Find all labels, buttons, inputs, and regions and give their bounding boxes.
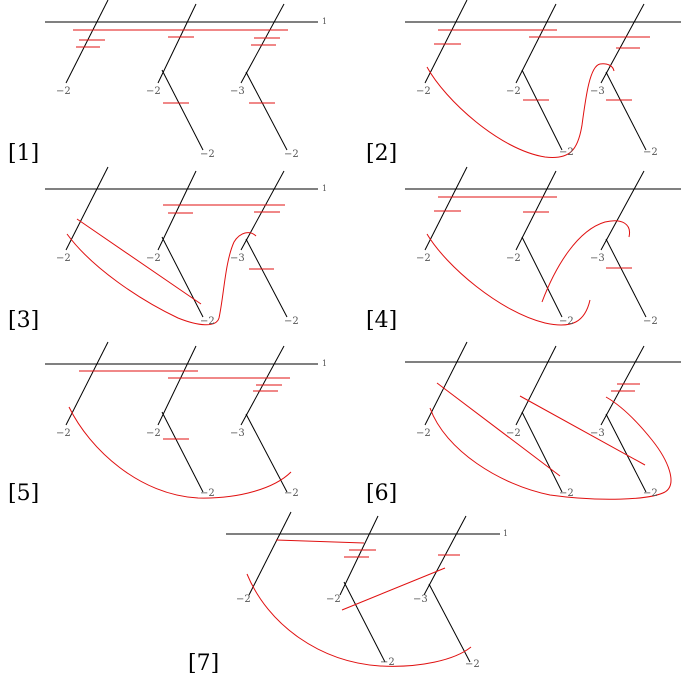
panel-caption: [4] [366, 308, 397, 333]
weight-label: −2 [284, 488, 299, 499]
red-line [275, 539, 365, 544]
branch-line-5 [605, 71, 647, 151]
weight-label: −2 [416, 428, 431, 439]
line-label: 1 [503, 529, 508, 538]
weight-label: −2 [416, 86, 431, 97]
weight-label: −3 [590, 86, 605, 97]
weight-label: −2 [506, 253, 521, 264]
red-curve [246, 573, 472, 667]
branch-line-2 [515, 170, 557, 251]
branch-line-3 [343, 581, 386, 663]
weight-label: −2 [146, 428, 161, 439]
branch-line-1 [424, 166, 468, 251]
red-curve [66, 232, 257, 326]
branch-line-2 [157, 345, 197, 426]
weight-label: −2 [284, 149, 299, 160]
line-label: 1 [322, 17, 327, 26]
panel-7: 1 −2 −2 −3 −2 −2 [7] [188, 511, 508, 676]
weight-label: −2 [643, 147, 658, 158]
branch-line-2 [515, 3, 557, 84]
panel-4: −2 −2 −3 −2 −2 [4] [366, 166, 681, 333]
panel-5: 1 −2 −2 −3 −2 −2 [5] [8, 341, 327, 506]
panel-caption: [2] [366, 141, 397, 166]
weight-label: −2 [56, 253, 71, 264]
weight-label: −3 [230, 428, 245, 439]
red-line [519, 395, 646, 466]
panel-caption: [6] [366, 481, 397, 506]
panel-caption: [5] [8, 481, 39, 506]
branch-line-1 [424, 341, 468, 426]
weight-label: −2 [200, 488, 215, 499]
panel-6: −2 −2 −3 −2 −2 [6] [366, 341, 681, 506]
panel-caption: [1] [8, 141, 39, 166]
weight-label: −2 [559, 316, 574, 327]
red-curve [429, 396, 672, 500]
panel-3: 1 −2 −2 −3 −2 −2 [3] [8, 166, 327, 333]
line-label: 1 [322, 359, 327, 368]
panel-2: −2 −2 −3 −2 −2 [2] [366, 0, 681, 166]
branch-line-3 [161, 69, 204, 151]
weight-label: −3 [590, 253, 605, 264]
branch-line-2 [339, 515, 379, 596]
branch-line-1 [65, 166, 109, 251]
weight-label: −2 [236, 594, 251, 605]
weight-label: −2 [56, 428, 71, 439]
red-line [436, 382, 561, 477]
branch-line-4 [240, 3, 285, 84]
weight-label: −2 [506, 428, 521, 439]
weight-label: −2 [416, 253, 431, 264]
weight-label: −3 [230, 253, 245, 264]
branch-line-2 [157, 3, 197, 84]
weight-label: −3 [230, 86, 245, 97]
branch-line-5 [245, 71, 288, 151]
weight-label: −2 [200, 316, 215, 327]
branch-line-3 [521, 236, 563, 318]
weight-label: −2 [559, 147, 574, 158]
red-curve [426, 233, 591, 326]
branch-line-5 [605, 413, 647, 493]
weight-label: −2 [506, 86, 521, 97]
weight-label: −2 [643, 316, 658, 327]
red-line [341, 567, 446, 611]
red-curve [426, 63, 615, 159]
weight-label: −2 [326, 594, 341, 605]
red-line [76, 218, 202, 305]
red-curve [541, 220, 631, 303]
red-curve [68, 406, 292, 499]
branch-line-4 [240, 170, 285, 251]
branch-line-3 [161, 236, 204, 318]
line-label: 1 [322, 184, 327, 193]
weight-label: −3 [590, 428, 605, 439]
branch-line-5 [428, 583, 471, 663]
branch-line-5 [605, 238, 647, 318]
branch-line-1 [65, 0, 109, 84]
branch-line-3 [521, 69, 563, 151]
branch-line-4 [600, 170, 645, 251]
weight-label: −2 [146, 253, 161, 264]
weight-label: −2 [465, 659, 480, 670]
weight-label: −2 [380, 657, 395, 668]
branch-line-1 [424, 0, 468, 84]
branch-line-3 [161, 411, 204, 493]
branch-line-2 [515, 345, 557, 426]
panel-1: 1 −2 −2 −3 −2 −2 [1] [8, 0, 327, 166]
branch-line-3 [521, 411, 563, 493]
weight-label: −2 [56, 86, 71, 97]
branch-line-4 [600, 345, 645, 426]
branch-line-1 [248, 511, 292, 596]
weight-label: −2 [559, 488, 574, 499]
branch-line-4 [600, 3, 645, 84]
branch-line-1 [65, 341, 109, 426]
weight-label: −3 [413, 594, 428, 605]
branch-line-5 [245, 238, 288, 318]
weight-label: −2 [146, 86, 161, 97]
weight-label: −2 [284, 316, 299, 327]
weight-label: −2 [643, 488, 658, 499]
panel-caption: [3] [8, 308, 39, 333]
weight-label: −2 [200, 149, 215, 160]
branch-line-2 [157, 170, 197, 251]
branch-line-5 [245, 413, 288, 493]
panel-caption: [7] [188, 651, 219, 676]
